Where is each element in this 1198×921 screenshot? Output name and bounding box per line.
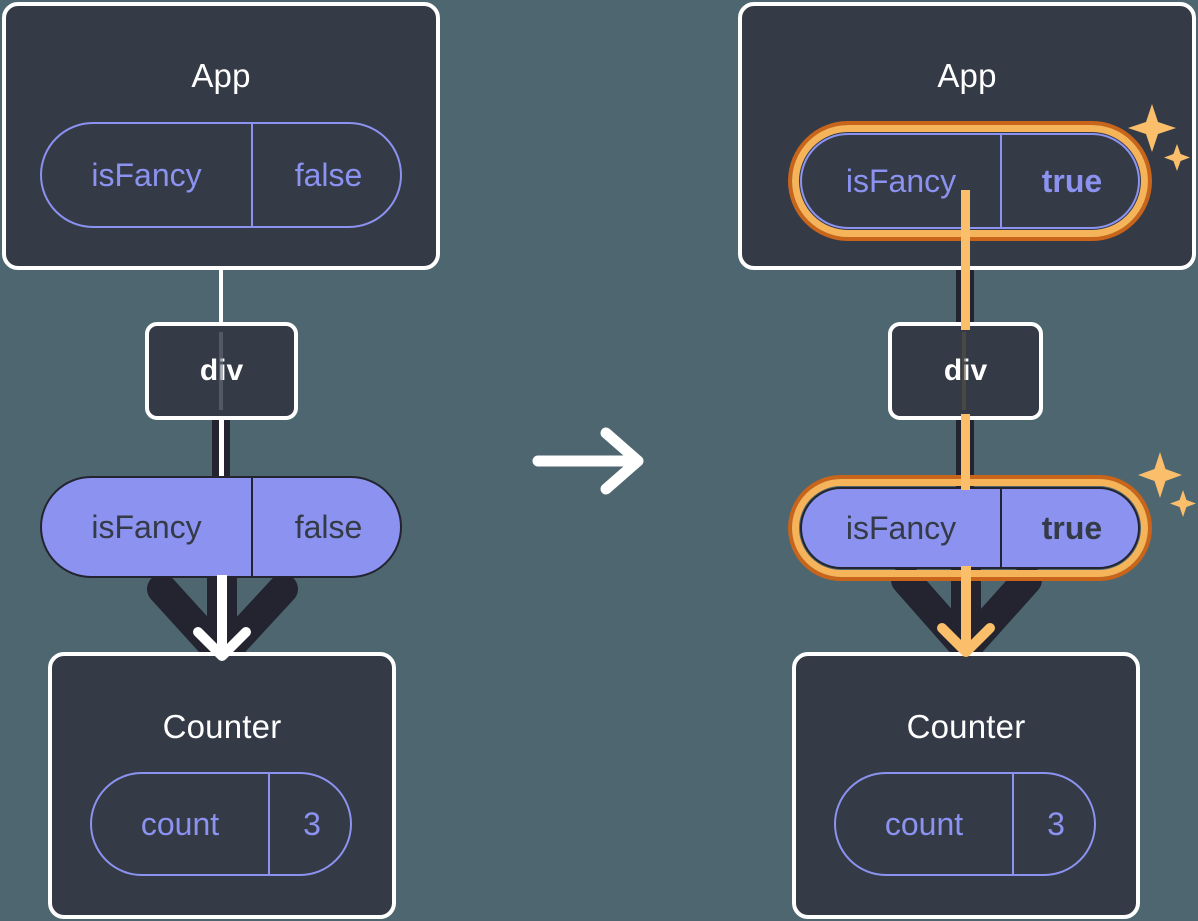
prop-pill-before[interactable]: isFancy false — [40, 476, 402, 578]
counter-state-value-after: 3 — [1012, 774, 1098, 874]
counter-state-pill-after[interactable]: count 3 — [834, 772, 1096, 876]
counter-panel-title: Counter — [162, 708, 282, 745]
prop-key: isFancy — [91, 508, 202, 545]
connector-app-to-div-before — [219, 262, 223, 328]
prop-key-after: isFancy — [845, 509, 957, 546]
connector-app-to-div-inner-after — [960, 190, 970, 330]
arrow-right-icon — [532, 427, 644, 495]
counter-state-pill-before[interactable]: count 3 — [90, 772, 352, 876]
app-panel-title-after: App — [937, 57, 997, 94]
app-state-key: isFancy — [91, 156, 202, 193]
app-state-pill-before[interactable]: isFancy false — [40, 122, 402, 228]
sparkles-icon-app — [1128, 104, 1190, 171]
connector-div-to-prop-inner-before — [218, 414, 224, 490]
arrow-prop-to-counter-marker-after — [937, 566, 995, 657]
div-node-ghost-line-before — [219, 332, 223, 410]
counter-state-value: 3 — [268, 774, 354, 874]
app-state-value: false — [251, 124, 404, 226]
connector-div-to-prop-inner-after — [960, 414, 970, 490]
arrow-prop-to-counter-marker-before — [193, 575, 251, 661]
app-panel-title: App — [191, 57, 251, 94]
prop-value-after: true — [1000, 489, 1142, 567]
counter-panel-title-after: Counter — [906, 708, 1026, 745]
app-state-value-after: true — [1000, 135, 1142, 227]
app-state-pill-after[interactable]: isFancy true — [800, 133, 1140, 229]
app-state-key-after: isFancy — [845, 162, 957, 199]
prop-value: false — [251, 478, 404, 576]
prop-pill-after[interactable]: isFancy true — [800, 487, 1140, 569]
counter-state-key: count — [140, 805, 220, 842]
sparkles-icon-prop — [1138, 452, 1196, 517]
counter-state-key-after: count — [884, 805, 964, 842]
div-node-ghost-line-after — [962, 332, 966, 410]
